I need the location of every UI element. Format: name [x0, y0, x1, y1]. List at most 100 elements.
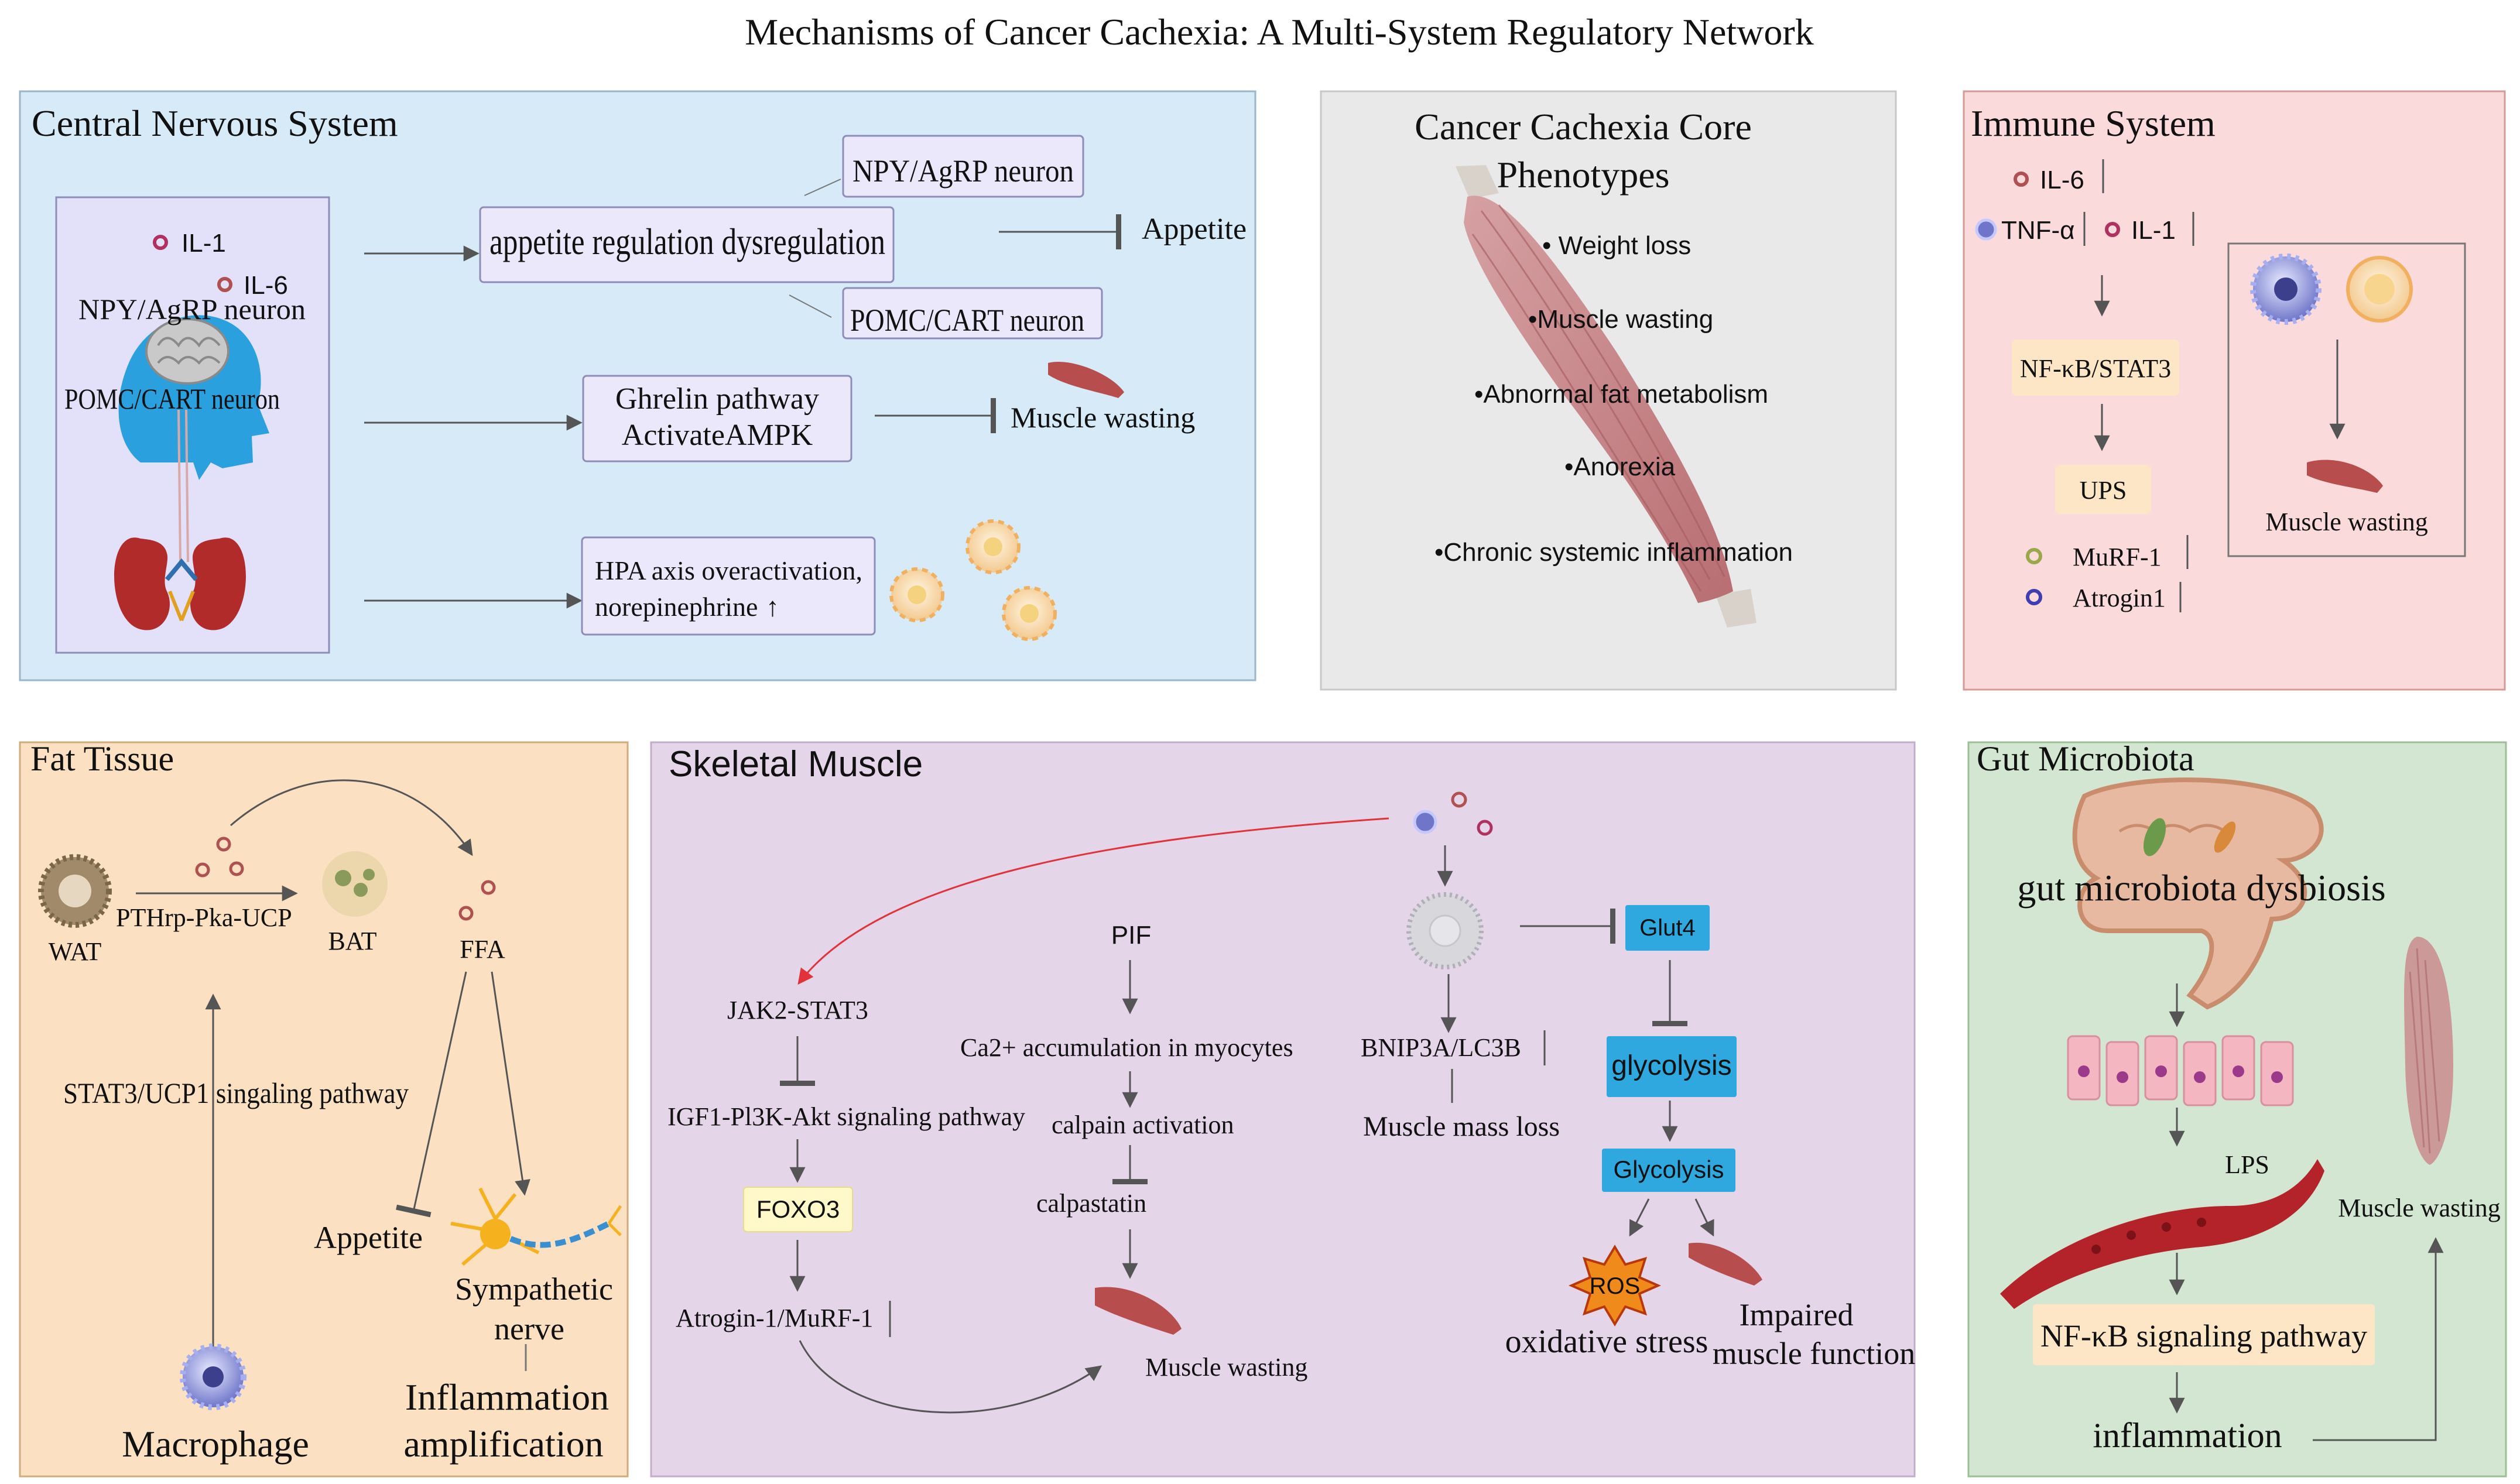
- cancer-cell-icon: [1406, 892, 1484, 969]
- core-item-anorexia: •Anorexia: [1564, 453, 1676, 481]
- pomc-cart-box: [842, 287, 1103, 340]
- diagram-title: Mechanisms of Cancer Cachexia: A Multi-S…: [745, 11, 1813, 53]
- panel-fat-tissue: Fat Tissue WAT PTHrp-Pka-UCP BAT FFA STA…: [19, 739, 629, 1478]
- cns-muscle-wasting-label: Muscle wasting: [1011, 401, 1195, 434]
- fat-panel-bg: [19, 741, 629, 1478]
- atrogin-dot-icon: [2026, 589, 2042, 605]
- fat-ffa-to-nerve: [491, 971, 530, 1196]
- fat-ffa-inhibit-appetite: [396, 971, 467, 1218]
- fat-panel-title: Fat Tissue: [30, 739, 174, 778]
- fat-inflammation-label-1: Inflammation: [405, 1376, 609, 1418]
- muscle-atrogin-label: Atrogin-1/MuRF-1: [676, 1304, 873, 1332]
- immune-atrogin-label: Atrogin1: [2073, 584, 2166, 612]
- muscle-oxidative-label: oxidative stress: [1505, 1324, 1708, 1360]
- wat-cell-icon: [38, 854, 112, 928]
- cns-npy-inner-label: NPY/AgRP neuron: [78, 293, 306, 325]
- impaired-muscle-icon: [1689, 1242, 1762, 1286]
- hpa-label-1: HPA axis overactivation,: [595, 556, 862, 585]
- glycolysis-upper-box: [1602, 1149, 1735, 1192]
- gut-nfkb-label: NF-κB signaling pathway: [2040, 1318, 2367, 1353]
- ffa-dot-icon: [481, 880, 496, 895]
- core-title-1: Cancer Cachexia Core: [1415, 106, 1752, 148]
- head-brain-icon: [118, 315, 269, 480]
- glycolysis-box: [1607, 1036, 1737, 1097]
- glycolysis-to-impaired: [1694, 1198, 1714, 1237]
- muscle-foxo3-label: FOXO3: [756, 1195, 840, 1223]
- npy-agrp-box-label: NPY/AgRP neuron: [852, 153, 1074, 189]
- lymphocyte-icon: [2346, 256, 2413, 323]
- muscle-fiber-icon: [1048, 362, 1124, 398]
- muscle-cytokines-icon: [1413, 791, 1493, 836]
- cns-il6-label: IL-6: [244, 271, 288, 300]
- il1-dot-icon: [2105, 222, 2120, 237]
- adrenal-cells-icon: [889, 519, 1057, 641]
- muscle-glycolysis-lower: glycolysis: [1611, 1050, 1731, 1081]
- immune-muscle-icon: [2307, 460, 2383, 493]
- gut-dysbiosis-label: gut microbiota dysbiosis: [2017, 867, 2385, 909]
- muscle-pif-label: PIF: [1111, 921, 1151, 950]
- il6-dot-icon: [2014, 172, 2029, 187]
- fat-curve-arrow: [230, 779, 473, 856]
- gut-muscle-icon: [2404, 937, 2453, 1165]
- muscle-impaired-label-1: Impaired: [1740, 1297, 1854, 1332]
- muscle-mass-loss-label: Muscle mass loss: [1363, 1111, 1560, 1142]
- fat-stat3-label: STAT3/UCP1 singaling pathway: [63, 1077, 409, 1109]
- muscle-igf-label: IGF1-Pl3K-Akt signaling pathway: [667, 1102, 1025, 1131]
- muscle-ca-label: Ca2+ accumulation in myocytes: [960, 1033, 1293, 1062]
- ghrelin-label-2: ActivateAMPK: [622, 419, 813, 452]
- cns-npy-connector: [804, 179, 841, 196]
- sympathetic-nerve-icon: [450, 1187, 622, 1266]
- core-title-2: Phenotypes: [1497, 154, 1669, 196]
- muscle-wasting-label: Muscle wasting: [1145, 1353, 1307, 1382]
- hpa-label-2: norepinephrine: [595, 592, 758, 622]
- fat-ffa-label: FFA: [460, 935, 505, 964]
- muscle-curve-to-wasting: [799, 1340, 1102, 1414]
- cns-nerve-line: [185, 409, 189, 563]
- panel-core-phenotypes: Cancer Cachexia Core Phenotypes • Weight…: [1320, 90, 1897, 691]
- muscle-fiber-icon: [1095, 1287, 1182, 1335]
- cns-pomc-connector: [789, 294, 832, 318]
- pomc-cart-box-label: POMC/CART neuron: [850, 303, 1084, 338]
- gut-nfkb-box: [2033, 1304, 2375, 1365]
- blood-vessel-icon: [2000, 1159, 2324, 1309]
- fat-macrophage-icon: [180, 1344, 246, 1410]
- muscle-calpain-label: calpain activation: [1052, 1111, 1234, 1139]
- ros-burst-icon: [1569, 1245, 1661, 1327]
- npy-agrp-box: [842, 135, 1084, 198]
- foxo3-box: [743, 1187, 853, 1232]
- ghrelin-box: [582, 375, 852, 462]
- ffa-dot-icon: [458, 906, 474, 921]
- core-item-muscle-wasting: •Muscle wasting: [1528, 305, 1713, 334]
- cns-nerve-line: [177, 409, 182, 563]
- immune-inner-box: [2227, 242, 2466, 557]
- muscle-glycolysis-upper: Glycolysis: [1613, 1156, 1724, 1183]
- cns-pomc-inner-label: POMC/CART neuron: [64, 382, 280, 415]
- appetite-dysregulation-label: appetite regulation dysregulation: [489, 221, 885, 262]
- fat-pthrp-label: PTHrp-Pka-UCP: [116, 903, 292, 932]
- gut-panel-title: Gut Microbiota: [1977, 739, 2194, 778]
- glycolysis-to-ros: [1629, 1198, 1650, 1237]
- muscle-panel-bg: [650, 741, 1916, 1478]
- hpa-up-arrow: ↑: [766, 592, 779, 622]
- panel-skeletal-muscle: Skeletal Muscle JAK2-STAT3 IGF1-Pl3K-Akt…: [650, 741, 1916, 1478]
- bat-cell-icon: [322, 851, 388, 917]
- ghrelin-label-1: Ghrelin pathway: [615, 382, 819, 416]
- muscle-bnip-label: BNIP3A/LC3B: [1361, 1033, 1521, 1062]
- muscle-jak-label: JAK2-STAT3: [727, 996, 868, 1024]
- immune-il6-label: IL-6: [2040, 166, 2084, 194]
- fat-sympathetic-label-2: nerve: [494, 1311, 564, 1346]
- appetite-dysregulation-box: [479, 206, 895, 283]
- epithelial-cells-icon: [2067, 1035, 2294, 1106]
- core-item-weight-loss: • Weight loss: [1542, 231, 1691, 260]
- cns-panel-title: Central Nervous System: [32, 102, 398, 144]
- murf-dot-icon: [2026, 548, 2042, 564]
- fat-wat-label: WAT: [49, 937, 102, 966]
- immune-murf-label: MuRF-1: [2073, 543, 2162, 571]
- muscle-impaired-label-2: muscle function: [1713, 1336, 1915, 1371]
- muscle-ros-label: ROS: [1590, 1273, 1641, 1299]
- fat-appetite-label: Appetite: [314, 1220, 423, 1255]
- macrophage-icon: [2250, 253, 2322, 325]
- fat-macrophage-label: Macrophage: [122, 1423, 309, 1465]
- cns-appetite-label: Appetite: [1142, 213, 1247, 246]
